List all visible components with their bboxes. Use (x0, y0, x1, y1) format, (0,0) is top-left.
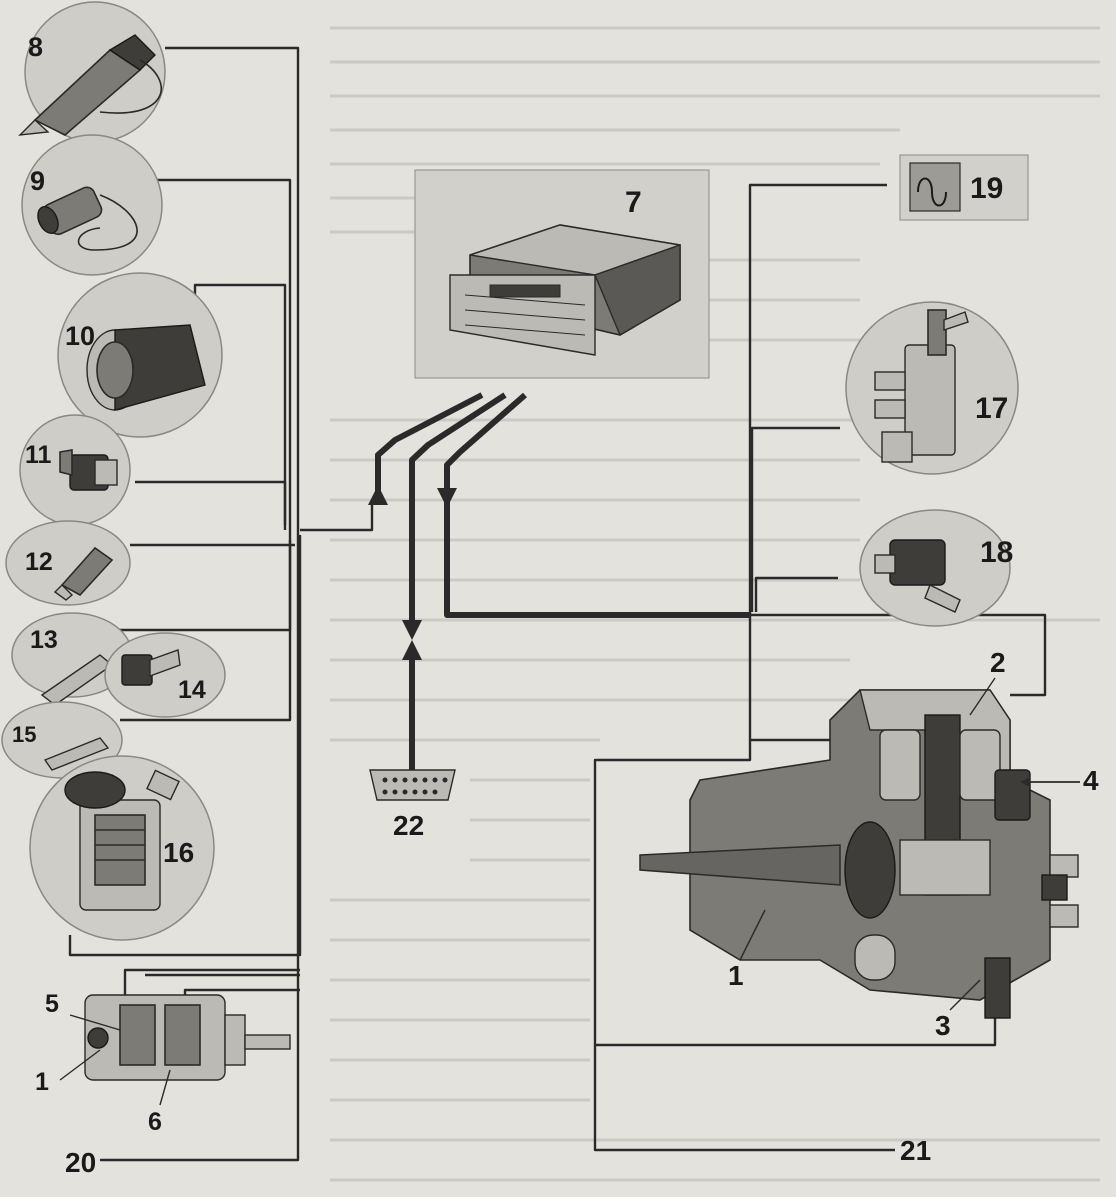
label-13: 13 (30, 626, 58, 654)
air-mass-meter-10: 10 (58, 273, 222, 437)
arrow-up-diag (402, 640, 422, 660)
label-10: 10 (65, 321, 95, 351)
arrow-down-right-bus (437, 488, 457, 508)
label-19: 19 (970, 172, 1003, 205)
valve-17: 17 (846, 302, 1018, 474)
label-21: 21 (900, 1135, 931, 1166)
injection-pump-cutaway-21: 2 4 1 3 21 (640, 647, 1099, 1166)
label-15: 15 (12, 722, 36, 747)
injection-pump-20: 5 1 6 20 (35, 990, 290, 1178)
accelerator-sensor-16: 16 (30, 756, 214, 940)
temp-sender-12: 12 (6, 521, 130, 605)
arrow-up-left-bus (368, 485, 388, 505)
pump-left-callout-1: 1 (35, 1068, 49, 1096)
diagnostic-connector-22: 22 (370, 770, 455, 841)
switches-13-14: 13 14 (12, 613, 225, 717)
valve-18: 18 (860, 510, 1013, 626)
label-22: 22 (393, 810, 424, 841)
pump-right-callout-1: 1 (728, 960, 744, 991)
pump-right-callout-2: 2 (990, 647, 1006, 678)
label-14: 14 (178, 676, 206, 704)
speed-sensor-9: 9 (22, 135, 162, 275)
label-16: 16 (163, 837, 194, 868)
label-17: 17 (975, 392, 1008, 425)
pump-right-callout-4: 4 (1083, 765, 1099, 796)
injector-sensor-8: 8 (20, 2, 165, 142)
arrow-down-diag (402, 620, 422, 640)
label-9: 9 (30, 166, 45, 196)
glow-relay-19: 19 (900, 155, 1028, 220)
pump-left-callout-5: 5 (45, 990, 59, 1018)
label-11: 11 (25, 441, 52, 469)
label-7: 7 (625, 186, 642, 219)
label-8: 8 (28, 32, 43, 62)
pump-right-callout-3: 3 (935, 1010, 951, 1041)
label-18: 18 (980, 536, 1013, 569)
ecu-bus-lines (368, 395, 750, 770)
label-20: 20 (65, 1147, 96, 1178)
temp-sensor-11: 11 (20, 415, 130, 525)
label-12: 12 (25, 548, 53, 576)
ecu-control-unit: 7 (415, 170, 709, 378)
pump-left-callout-6: 6 (148, 1108, 162, 1136)
